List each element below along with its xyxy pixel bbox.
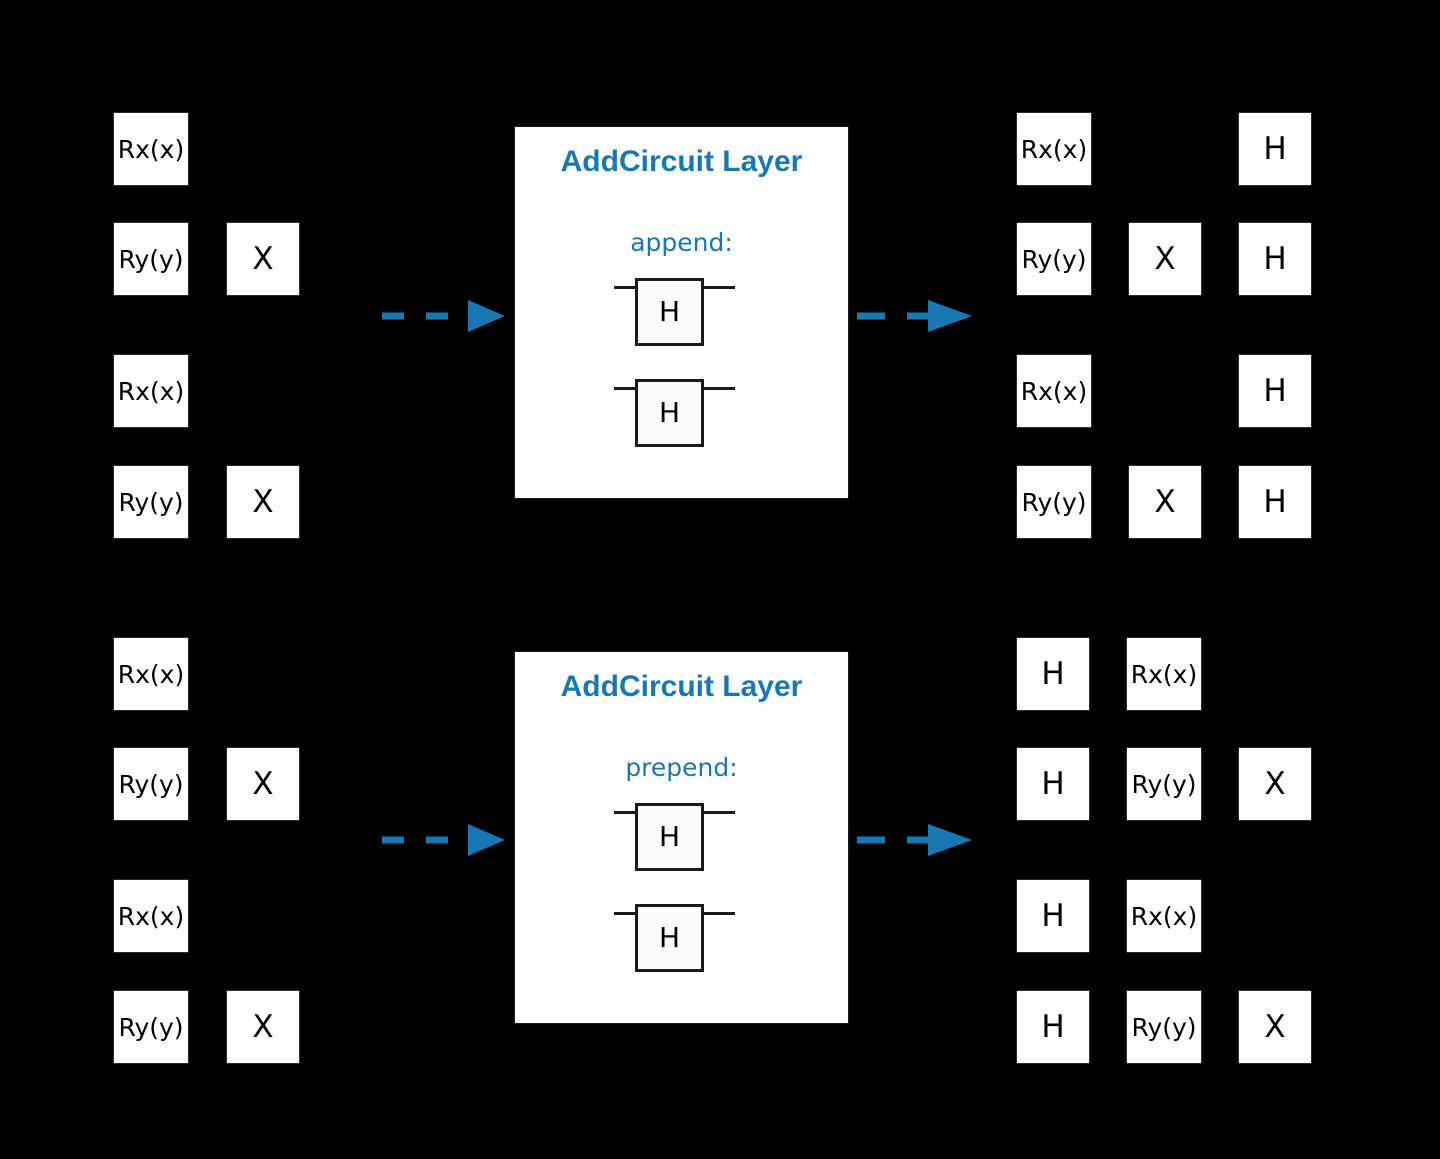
arrow-to-layer-append: [380, 296, 515, 336]
gate2-ry-q1: Ry(y): [113, 747, 189, 821]
out-gate-h-q1: H: [1238, 222, 1312, 296]
mini-wire-left-1: [614, 387, 640, 390]
gate-ry-q1: Ry(y): [113, 222, 189, 296]
mini-wire-right-1: [702, 912, 735, 915]
mini-wire-right-1: [702, 387, 735, 390]
out2-gate-x-q1: X: [1238, 747, 1312, 821]
gate-rx-q0: Rx(x): [113, 112, 189, 186]
out-gate-rx-q0: Rx(x): [1016, 112, 1092, 186]
out2-gate-x-q3: X: [1238, 990, 1312, 1064]
out2-gate-h-q3: H: [1016, 990, 1090, 1064]
out2-gate-rx-q0: Rx(x): [1126, 637, 1202, 711]
gate2-x-q3: X: [226, 990, 300, 1064]
gate2-rx-q0: Rx(x): [113, 637, 189, 711]
gate-ry-q3: Ry(y): [113, 465, 189, 539]
out2-gate-rx-q2: Rx(x): [1126, 879, 1202, 953]
mini-gate-h-1: H: [635, 904, 704, 972]
gate2-ry-q3: Ry(y): [113, 990, 189, 1064]
mini-wire-left-1: [614, 912, 640, 915]
arrow-from-layer-append: [855, 296, 980, 336]
mini-wire-left-0: [614, 286, 640, 289]
out-gate-h-q2: H: [1238, 354, 1312, 428]
mini-gate-h-0: H: [635, 803, 704, 871]
addcircuit-layer-panel-prepend[interactable]: AddCircuit Layer prepend: H H: [514, 651, 849, 1024]
gate-rx-q2: Rx(x): [113, 354, 189, 428]
out2-gate-ry-q3: Ry(y): [1126, 990, 1202, 1064]
out2-gate-h-q0: H: [1016, 637, 1090, 711]
out2-gate-h-q2: H: [1016, 879, 1090, 953]
out-gate-ry-q3: Ry(y): [1016, 465, 1092, 539]
out-gate-x-q3: X: [1128, 465, 1202, 539]
out-gate-h-q0: H: [1238, 112, 1312, 186]
arrow-from-layer-prepend: [855, 820, 980, 860]
addcircuit-layer-panel-append[interactable]: AddCircuit Layer append: H H: [514, 126, 849, 499]
panel-title: AddCircuit Layer: [560, 670, 803, 703]
out-gate-ry-q1: Ry(y): [1016, 222, 1092, 296]
mini-wire-left-0: [614, 811, 640, 814]
out-gate-h-q3: H: [1238, 465, 1312, 539]
mini-gate-h-0: H: [635, 278, 704, 346]
panel-mode-label: append:: [630, 228, 733, 257]
out-gate-rx-q2: Rx(x): [1016, 354, 1092, 428]
gate2-rx-q2: Rx(x): [113, 879, 189, 953]
out2-gate-ry-q1: Ry(y): [1126, 747, 1202, 821]
arrow-to-layer-prepend: [380, 820, 515, 860]
mini-gate-h-1: H: [635, 379, 704, 447]
panel-mode-label: prepend:: [625, 753, 738, 782]
mini-wire-right-0: [702, 811, 735, 814]
gate2-x-q1: X: [226, 747, 300, 821]
out2-gate-h-q1: H: [1016, 747, 1090, 821]
panel-title: AddCircuit Layer: [560, 145, 803, 178]
gate-x-q1: X: [226, 222, 300, 296]
gate-x-q3: X: [226, 465, 300, 539]
mini-wire-right-0: [702, 286, 735, 289]
out-gate-x-q1: X: [1128, 222, 1202, 296]
